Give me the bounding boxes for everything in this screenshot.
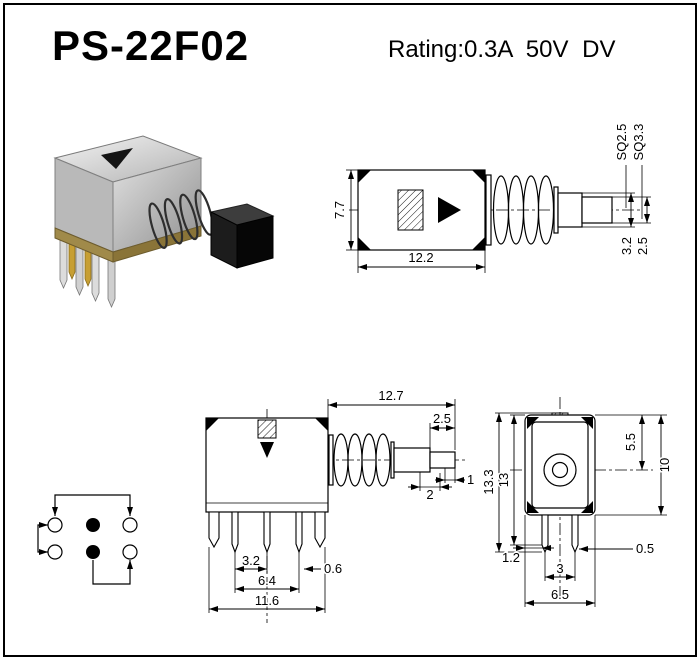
dim-side-tip-height: 2.5 <box>635 237 650 255</box>
contact-terminal <box>122 517 138 533</box>
dim-side-shaft-height: 3.2 <box>619 237 634 255</box>
dim-end-edge-offset: 1.2 <box>502 550 520 565</box>
dim-front-pin-width: 0.6 <box>324 561 342 576</box>
product-photo <box>53 135 275 308</box>
side-view-spring-plunger <box>485 174 613 246</box>
end-view-dimensions: 13.3 13 10 5.5 1.2 3 6.5 0.5 <box>480 412 674 607</box>
front-view-spring-plunger <box>328 433 456 487</box>
dim-side-height: 7.7 <box>332 201 347 219</box>
contact-terminal <box>47 544 63 560</box>
push-button-cap <box>209 203 275 269</box>
side-view-dimensions: 7.7 12.2 SQ2.5 SQ3.3 3.2 2.5 <box>331 122 652 273</box>
side-view-body <box>357 169 486 251</box>
dim-end-total-height: 13.3 <box>481 469 496 494</box>
direction-marking <box>101 148 133 169</box>
front-view-body <box>205 417 329 554</box>
side-view-drawing: 7.7 12.2 SQ2.5 SQ3.3 3.2 2.5 <box>331 122 652 273</box>
dim-front-pin-pitch: 3.2 <box>242 553 260 568</box>
switch-metal-body <box>53 135 203 263</box>
dim-end-body-width: 6.5 <box>551 587 569 602</box>
common-terminal <box>86 545 100 559</box>
circuit-schematic <box>37 494 138 585</box>
dim-front-step-1: 1 <box>467 472 474 487</box>
label-sq3-3: SQ3.3 <box>631 124 646 161</box>
dim-front-length: 12.7 <box>378 388 403 403</box>
dim-end-button-center: 5.5 <box>623 433 638 451</box>
part-number-title: PS-22F02 <box>52 22 250 69</box>
dim-front-step-2: 2 <box>426 487 433 502</box>
dim-end-pin-pitch: 3 <box>556 561 563 576</box>
dim-side-width: 12.2 <box>408 250 433 265</box>
end-view-body <box>524 412 596 554</box>
dim-front-pin-span: 6.4 <box>258 573 276 588</box>
dim-end-body-height: 10 <box>657 458 672 472</box>
label-sq2-5: SQ2.5 <box>614 124 629 161</box>
dim-end-height: 13 <box>496 473 511 487</box>
common-terminal <box>86 518 100 532</box>
dim-end-pin-thickness: 0.5 <box>636 541 654 556</box>
front-view-dimensions: 12.7 2.5 2 1 3.2 6.4 11.6 0.6 <box>208 387 476 613</box>
rating-text: Rating:0.3A 50V DV <box>388 36 616 63</box>
contact-terminal <box>122 544 138 560</box>
end-view-drawing: 13.3 13 10 5.5 1.2 3 6.5 0.5 <box>480 397 674 607</box>
contact-terminal <box>47 517 63 533</box>
dim-front-tip-length: 2.5 <box>433 411 451 426</box>
dim-front-overall-width: 11.6 <box>255 593 279 608</box>
front-view-drawing: 12.7 2.5 2 1 3.2 6.4 11.6 0.6 <box>205 387 476 623</box>
